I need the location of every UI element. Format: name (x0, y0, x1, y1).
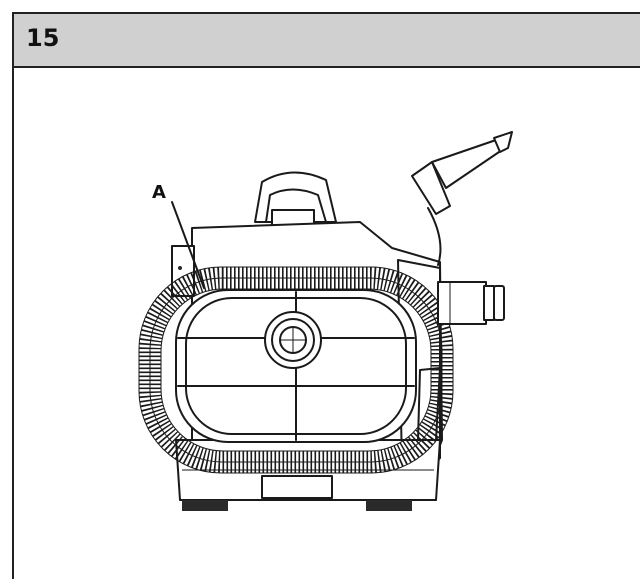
step-number: 15 (26, 24, 60, 52)
foot-right (366, 500, 412, 511)
instruction-panel (12, 12, 640, 579)
outlet-connector (437, 281, 505, 325)
callout-a: A (152, 182, 205, 289)
step-header: 15 (14, 14, 640, 68)
foot-left (182, 500, 228, 511)
device-illustration: A (138, 131, 513, 511)
filter-cover (175, 289, 417, 443)
nozzle-tool (411, 131, 513, 266)
callout-label-a: A (152, 182, 166, 203)
